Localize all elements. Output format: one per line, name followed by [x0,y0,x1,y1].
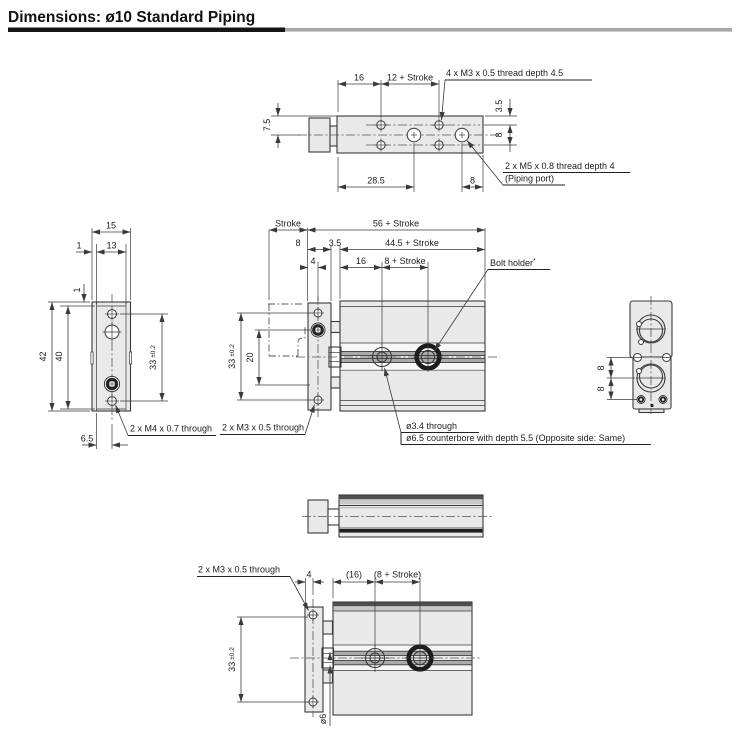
front-view-holes [310,307,443,406]
dim-6-5: 6.5 [81,434,94,444]
page-title: Dimensions: ø10 Standard Piping [8,9,255,26]
title-underline-dark [8,27,285,32]
bottom-view-extension-lines [237,578,421,703]
front-view-extension-lines [237,228,486,401]
front-view-dimensions: Stroke 56 + Stroke 8 3.5 44.5 + Stroke 4… [227,219,485,400]
dim-8-bottom: 8 [470,176,475,186]
bottom-view-holes [307,609,435,708]
left-view-leaders: 2 x M4 x 0.7 through [115,404,216,436]
dim-4-bottom: 4 [306,570,311,580]
right-view-bores [633,314,671,408]
dim-16-top: 16 [354,73,364,83]
dim-15: 15 [106,221,116,231]
left-view-dimensions: 15 1 13 1 42 40 33±0.2 6.5 [38,221,165,448]
dim-8-right: 8 [494,132,504,137]
dim-8-stroke: 8 + Stroke [384,256,425,266]
dim-33-front: 33±0.2 [227,344,237,369]
dim-dia-6: ø6 [318,714,328,725]
dim-3-5-gap: 3.5 [329,238,342,248]
dim-28-5: 28.5 [367,176,385,186]
top-view: 16 12 + Stroke 7.5 28.5 8 3.5 8 4 x M3 x… [262,68,630,192]
right-view-dimensions: 8 8 [596,357,614,400]
dim-20: 20 [245,352,255,362]
bottom-view-dimensions: 4 (16) (8 + Stroke) 33±0.2 ø6 [227,570,421,726]
piping-port-note-line2: (Piping port) [505,174,554,184]
dim-3-5-right: 3.5 [494,100,504,113]
page-header: Dimensions: ø10 Standard Piping [8,9,732,32]
left-view-extension-lines [48,228,168,449]
dim-8-upper: 8 [596,365,606,370]
thread-note-m3-bottom: 2 x M3 x 0.5 through [198,565,280,575]
left-side-view: 15 1 13 1 42 40 33±0.2 6.5 2 x M4 x 0.7 … [38,221,216,449]
right-end-view: 8 8 [596,296,673,414]
top-view-holes [374,118,470,152]
front-view-phantom-outline [268,303,306,357]
front-view-leaders: Bolt holder* 2 x M3 x 0.5 through ø3.4 t… [220,258,651,445]
bottom-view: 4 (16) (8 + Stroke) 33±0.2 ø6 2 x M3 x 0… [197,565,482,726]
thread-note-m4: 2 x M4 x 0.7 through [130,424,212,434]
dim-8-lower: 8 [596,386,606,391]
dim-13: 13 [106,241,116,251]
bottom-view-body [304,601,473,716]
title-underline-gray [285,28,732,32]
dim-42: 42 [38,351,48,361]
dim-16-bottom: (16) [346,570,362,580]
dim-40: 40 [54,351,64,361]
bore-note-line2: ø6.5 counterbore with depth 5.5 (Opposit… [406,433,625,443]
dim-12-stroke: 12 + Stroke [387,73,433,83]
dim-33-bottom: 33±0.2 [227,647,237,672]
piping-port-note-line1: 2 x M5 x 0.8 thread depth 4 [505,161,615,171]
dim-4: 4 [310,256,315,266]
front-view-body [307,300,486,412]
dim-8-stroke-bottom: (8 + Stroke) [374,570,421,580]
dim-7-5: 7.5 [262,119,272,132]
dim-stroke: Stroke [275,219,301,229]
dim-1-side: 1 [72,287,82,292]
thread-note-m3: 4 x M3 x 0.5 thread depth 4.5 [446,68,563,78]
dim-33-left: 33±0.2 [148,345,158,370]
dim-56-stroke: 56 + Stroke [373,219,419,229]
top-view-dimensions: 16 12 + Stroke 7.5 28.5 8 3.5 8 [262,73,513,190]
bolt-holder-note: Bolt holder* [490,258,536,268]
top-view-leaders: 4 x M3 x 0.5 thread depth 4.5 2 x M5 x 0… [439,68,630,186]
dim-8-plate: 8 [295,238,300,248]
thread-note-m3-front: 2 x M3 x 0.5 through [222,423,304,433]
front-view: Stroke 56 + Stroke 8 3.5 44.5 + Stroke 4… [220,219,651,445]
left-view-outline [90,301,132,412]
dim-16-front: 16 [356,256,366,266]
bottom-view-leaders: 2 x M3 x 0.5 through [197,565,309,611]
bore-note-line1: ø3.4 through [406,421,457,431]
left-view-holes [102,307,122,408]
side-view [302,494,492,538]
dim-1-top: 1 [76,241,81,251]
dim-44-5-stroke: 44.5 + Stroke [385,238,439,248]
